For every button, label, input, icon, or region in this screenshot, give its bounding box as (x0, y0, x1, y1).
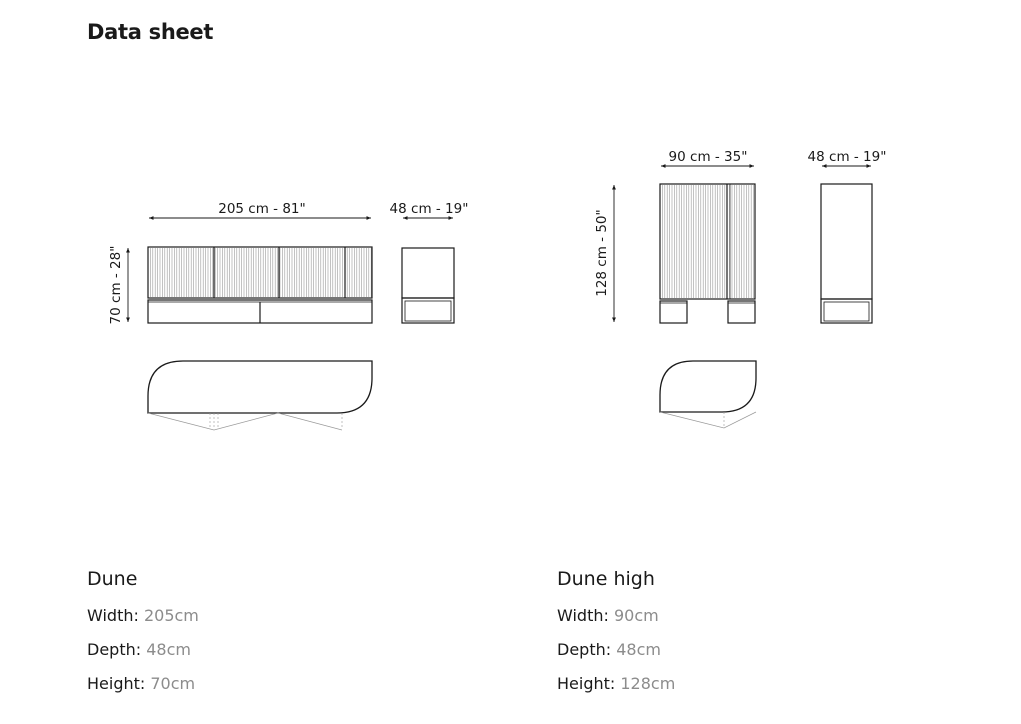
spec-value: 90cm (613, 606, 659, 625)
dune-height-dimension: 70 cm - 28" (108, 246, 131, 325)
dune-high-height-label: 128 cm - 50" (594, 209, 610, 296)
dune-high-height-dimension: 128 cm - 50" (594, 185, 617, 322)
spec-value: 128cm (620, 674, 676, 693)
spec-label: Height: (557, 674, 616, 693)
dune-high-width-label: 90 cm - 35" (669, 149, 748, 165)
spec-value: 205cm (143, 606, 199, 625)
dune-high-depth-label: 48 cm - 19" (808, 149, 887, 165)
spec-label: Depth: (557, 640, 612, 659)
spec-width: Width: 205cm (87, 606, 199, 625)
spec-value: 48cm (616, 640, 661, 659)
product-name-dune: Dune (87, 568, 138, 590)
dune-front-elevation (147, 246, 373, 324)
page-title: Data sheet (87, 20, 214, 44)
dune-specs: Dune Width: 205cm Depth: 48cm Height: 70… (87, 568, 199, 708)
spec-height: Height: 128cm (557, 674, 675, 693)
spec-label: Height: (87, 674, 146, 693)
dune-high-side-elevation: 48 cm - 19" (808, 149, 887, 324)
dune-high-plan-view (659, 360, 757, 429)
spec-value: 70cm (150, 674, 196, 693)
spec-value: 48cm (146, 640, 191, 659)
dune-side-elevation: 48 cm - 19" (390, 201, 469, 324)
dune-plan-view (147, 360, 373, 431)
spec-depth: Depth: 48cm (557, 640, 675, 659)
dune-high-front-elevation (659, 183, 756, 324)
dune-width-label: 205 cm - 81" (218, 201, 305, 217)
spec-depth: Depth: 48cm (87, 640, 199, 659)
dune-high-specs: Dune high Width: 90cm Depth: 48cm Height… (557, 568, 675, 708)
spec-width: Width: 90cm (557, 606, 675, 625)
product-name-dune-high: Dune high (557, 568, 655, 590)
dune-high-width-dimension: 90 cm - 35" (661, 149, 754, 169)
spec-label: Width: (87, 606, 139, 625)
spec-label: Depth: (87, 640, 142, 659)
spec-height: Height: 70cm (87, 674, 199, 693)
spec-label: Width: (557, 606, 609, 625)
dune-depth-label: 48 cm - 19" (390, 201, 469, 217)
dune-width-dimension: 205 cm - 81" (149, 201, 371, 221)
dune-height-label: 70 cm - 28" (108, 246, 124, 325)
technical-drawings: 205 cm - 81" 70 cm - 28" 48 cm - 19" 9 (108, 149, 887, 431)
